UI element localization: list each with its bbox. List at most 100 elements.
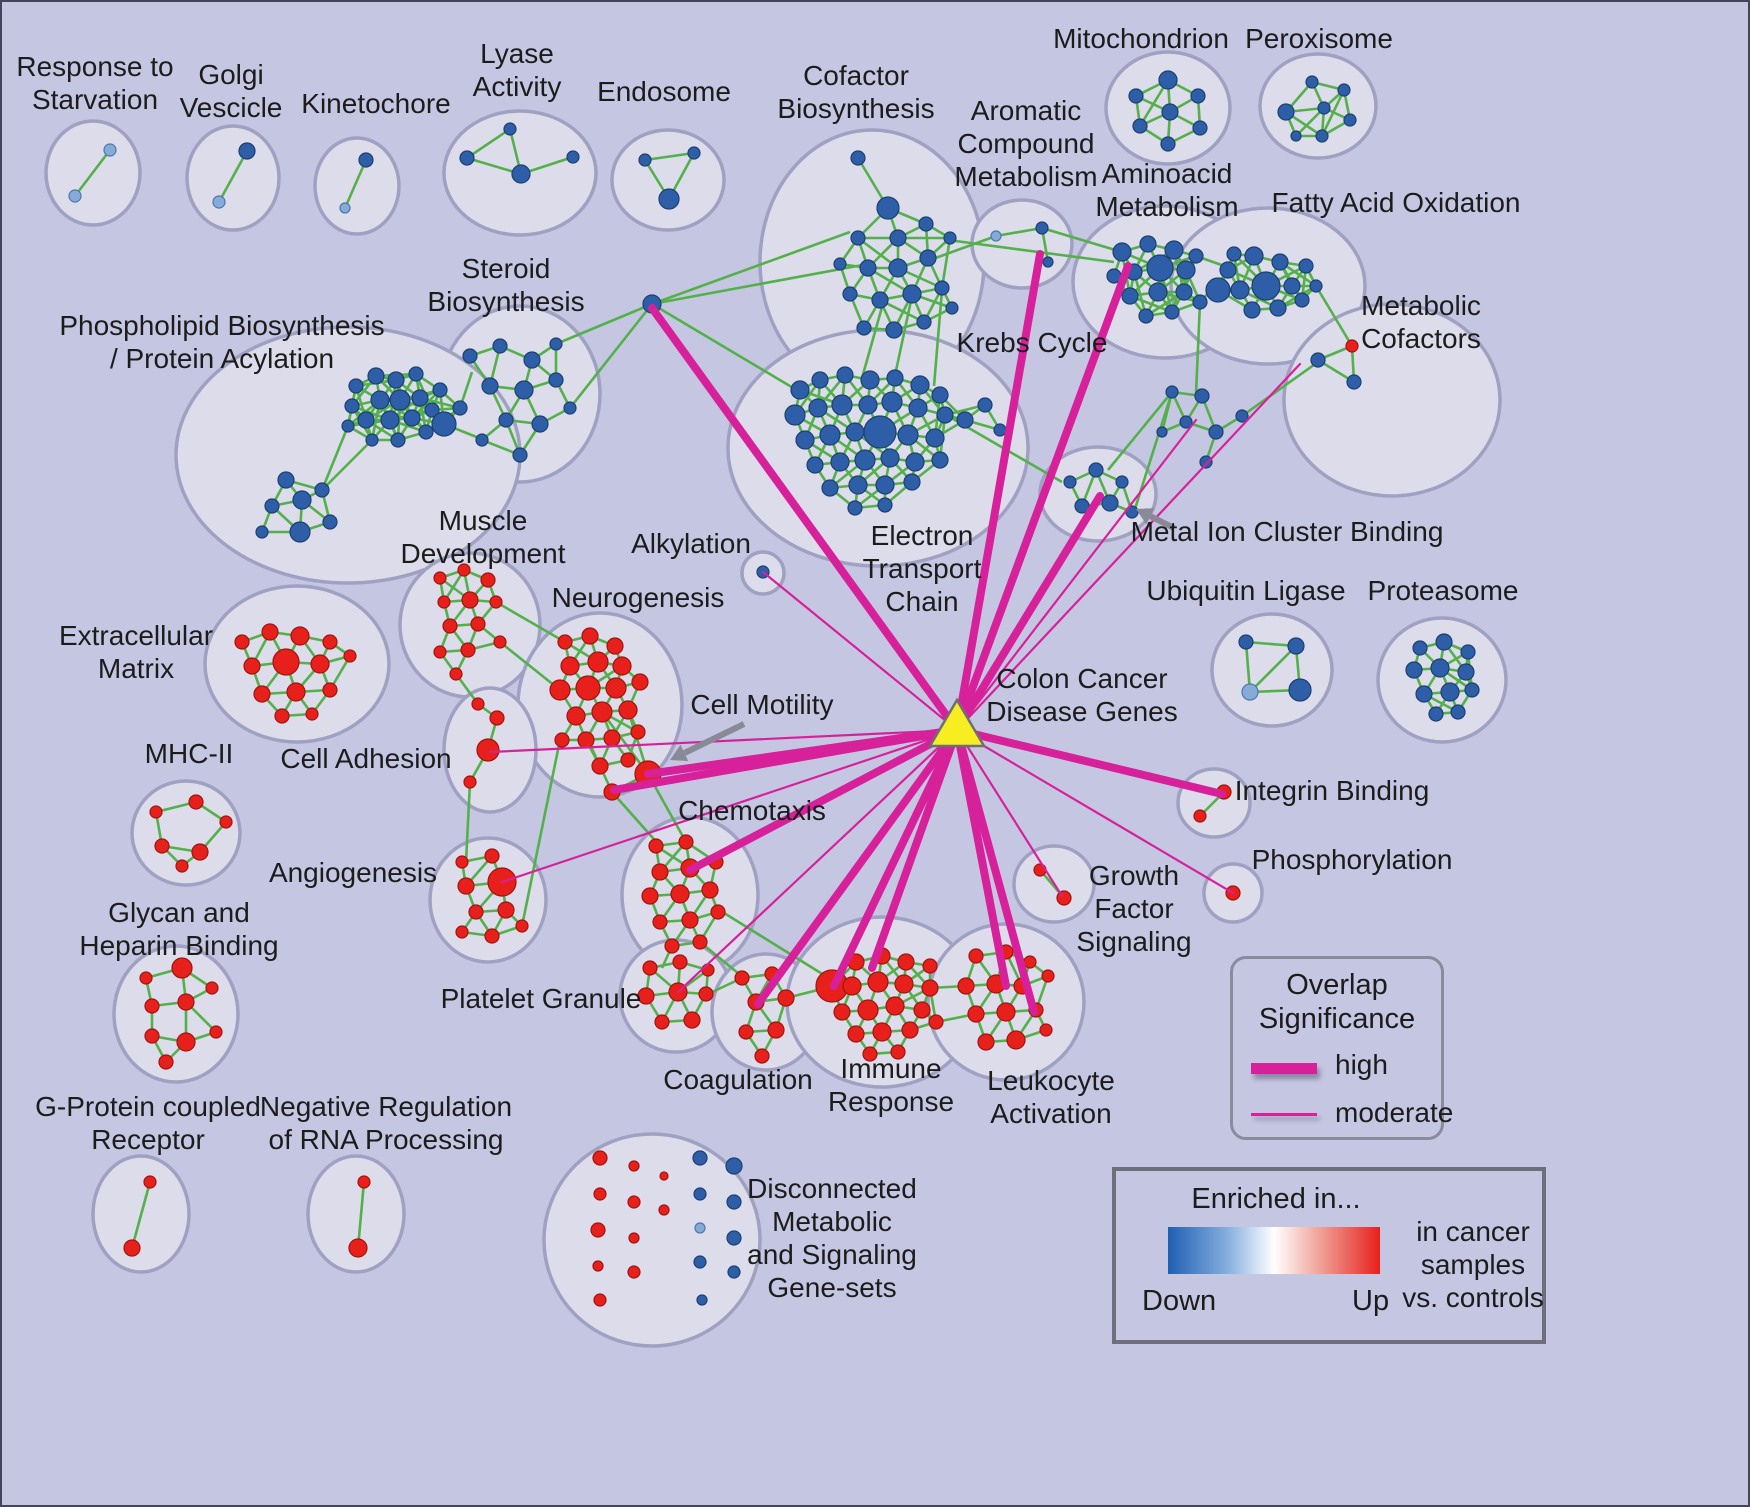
glycan-and-heparin-binding-node — [205, 981, 219, 995]
label-steroid-biosynthesis: Steroid — [462, 253, 551, 284]
electron-transport-chain-node — [790, 380, 810, 400]
leukocyte-activation-node — [1023, 955, 1037, 969]
label-glycan-and-heparin-binding: Heparin Binding — [79, 930, 278, 961]
metabolic-cofactors-node — [1345, 339, 1359, 353]
metal-ion-cluster-binding-node — [1063, 475, 1077, 489]
overlap-legend-title-line2: Significance — [1258, 1003, 1416, 1035]
steroid-biosynthesis-node — [512, 447, 528, 463]
electron-transport-chain-node — [836, 366, 854, 384]
platelet-granule-node — [637, 987, 655, 1005]
cell-motility-pointer — [683, 721, 746, 756]
label-negative-regulation-of-rna-processing: Negative Regulation — [260, 1091, 512, 1122]
steroid-biosynthesis-node — [563, 401, 577, 415]
fatty-acid-oxidation-node — [1219, 261, 1237, 279]
moderate-significance-label: moderate — [1335, 1097, 1454, 1128]
chemotaxis-node — [651, 863, 669, 881]
proteasome-node — [1435, 633, 1453, 651]
leukocyte-activation-node — [968, 948, 984, 964]
neurogenesis-node — [620, 752, 636, 768]
mhc-ii-node — [175, 859, 189, 873]
angiogenesis-node — [515, 919, 529, 933]
muscle-development-node — [461, 591, 479, 609]
immune-response-node — [922, 958, 938, 974]
phospholipid-biosynthesis-protein-acylation-node — [380, 410, 400, 430]
phospholipid-biosynthesis-protein-acylation-node — [432, 382, 448, 398]
endosome-node — [638, 153, 652, 167]
overlap-edge-high — [953, 262, 1132, 734]
immune-response-node — [862, 1046, 878, 1062]
up-label: Up — [1352, 1285, 1390, 1317]
high-significance-line-sample — [1251, 1063, 1317, 1074]
cofactor-biosynthesis-node — [850, 150, 866, 166]
aminoacid-metabolism-node — [1175, 283, 1193, 301]
chemotaxis-node — [692, 934, 708, 950]
platelet-granule-node — [683, 1011, 701, 1029]
electron-transport-chain-node — [886, 369, 904, 387]
overlap-edge-high — [830, 726, 961, 990]
electron-transport-chain-node — [875, 475, 895, 495]
mitochondrion-node — [1158, 70, 1178, 90]
muscle-development-node — [493, 635, 507, 649]
electron-transport-chain-node — [860, 370, 880, 390]
phospholipid-biosynthesis-protein-acylation-node — [264, 498, 280, 514]
mhc-ii-node — [154, 838, 170, 854]
ubiquitin-ligase-node — [1241, 683, 1259, 701]
response-to-starvation-node — [103, 143, 117, 157]
cofactor-biosynthesis-node — [850, 230, 866, 246]
annotation-arrows — [670, 508, 1176, 762]
overlap-edge-high — [953, 726, 1226, 798]
label-aromatic-compound-metabolism: Metabolism — [954, 161, 1097, 192]
label-coagulation: Coagulation — [663, 1064, 812, 1095]
g-protein-coupled-receptor-node — [143, 1175, 157, 1189]
overlap-edge-high — [648, 304, 961, 734]
coagulation-node — [754, 1048, 770, 1064]
angiogenesis-node — [455, 855, 469, 869]
cell-adhesion-node — [489, 710, 505, 726]
muscle-development-node — [442, 618, 458, 634]
metal-ion-cluster-binding-node — [1074, 498, 1090, 514]
overlap-edge-high — [953, 250, 1044, 734]
fatty-acid-oxidation-node — [1271, 253, 1289, 271]
muscle-development-node — [457, 563, 471, 577]
immune-response-node — [867, 971, 889, 993]
proteasome-node — [1464, 682, 1480, 698]
immune-response-node — [890, 1044, 906, 1060]
disconnected-gene-sets-node — [627, 1265, 641, 1279]
muscle-development-node — [449, 667, 463, 681]
label-aminoacid-metabolism: Aminoacid — [1102, 158, 1233, 189]
neurogenesis-node — [630, 724, 646, 740]
angiogenesis-node — [484, 848, 500, 864]
cofactor-biosynthesis-node — [918, 216, 934, 232]
overlap-edge-moderate — [488, 728, 959, 754]
phospholipid-biosynthesis-protein-acylation-node — [341, 419, 355, 433]
electron-transport-chain-node — [931, 451, 949, 469]
disconnected-gene-sets-node — [725, 1157, 743, 1175]
enriched-note-line2: samples — [1420, 1249, 1526, 1280]
neurogenesis-node — [603, 729, 621, 747]
overlap-edge-high — [953, 492, 1104, 734]
enriched-legend-title: Enriched in... — [1191, 1183, 1361, 1215]
electron-transport-chain-node — [830, 452, 850, 472]
glycan-and-heparin-binding-node — [158, 1054, 174, 1070]
disconnected-gene-sets-node — [727, 1265, 741, 1279]
electron-transport-chain-node — [877, 497, 893, 513]
electron-transport-chain-node — [784, 404, 806, 426]
label-fatty-acid-oxidation: Fatty Acid Oxidation — [1271, 187, 1520, 218]
label-disconnected-gene-sets: Disconnected — [747, 1173, 917, 1204]
label-aminoacid-metabolism: Metabolism — [1095, 191, 1238, 222]
extracellular-matrix-node — [343, 649, 357, 663]
leukocyte-activation-node — [1041, 969, 1055, 983]
steroid-biosynthesis-node — [523, 351, 541, 369]
steroid-biosynthesis-node — [498, 412, 514, 428]
extracellular-matrix-node — [286, 682, 306, 702]
metabolic-tail-node — [1208, 424, 1224, 440]
disconnected-gene-sets-node — [628, 1232, 640, 1244]
electron-transport-chain-node — [905, 452, 925, 472]
electron-transport-chain-node — [936, 406, 954, 424]
cofactor-biosynthesis-node — [842, 286, 858, 302]
peroxisome-node — [1290, 130, 1302, 142]
chemotaxis-node — [681, 911, 699, 929]
growth-factor-signaling-node — [1033, 863, 1047, 877]
metal-ion-pointer-head — [1136, 508, 1155, 525]
